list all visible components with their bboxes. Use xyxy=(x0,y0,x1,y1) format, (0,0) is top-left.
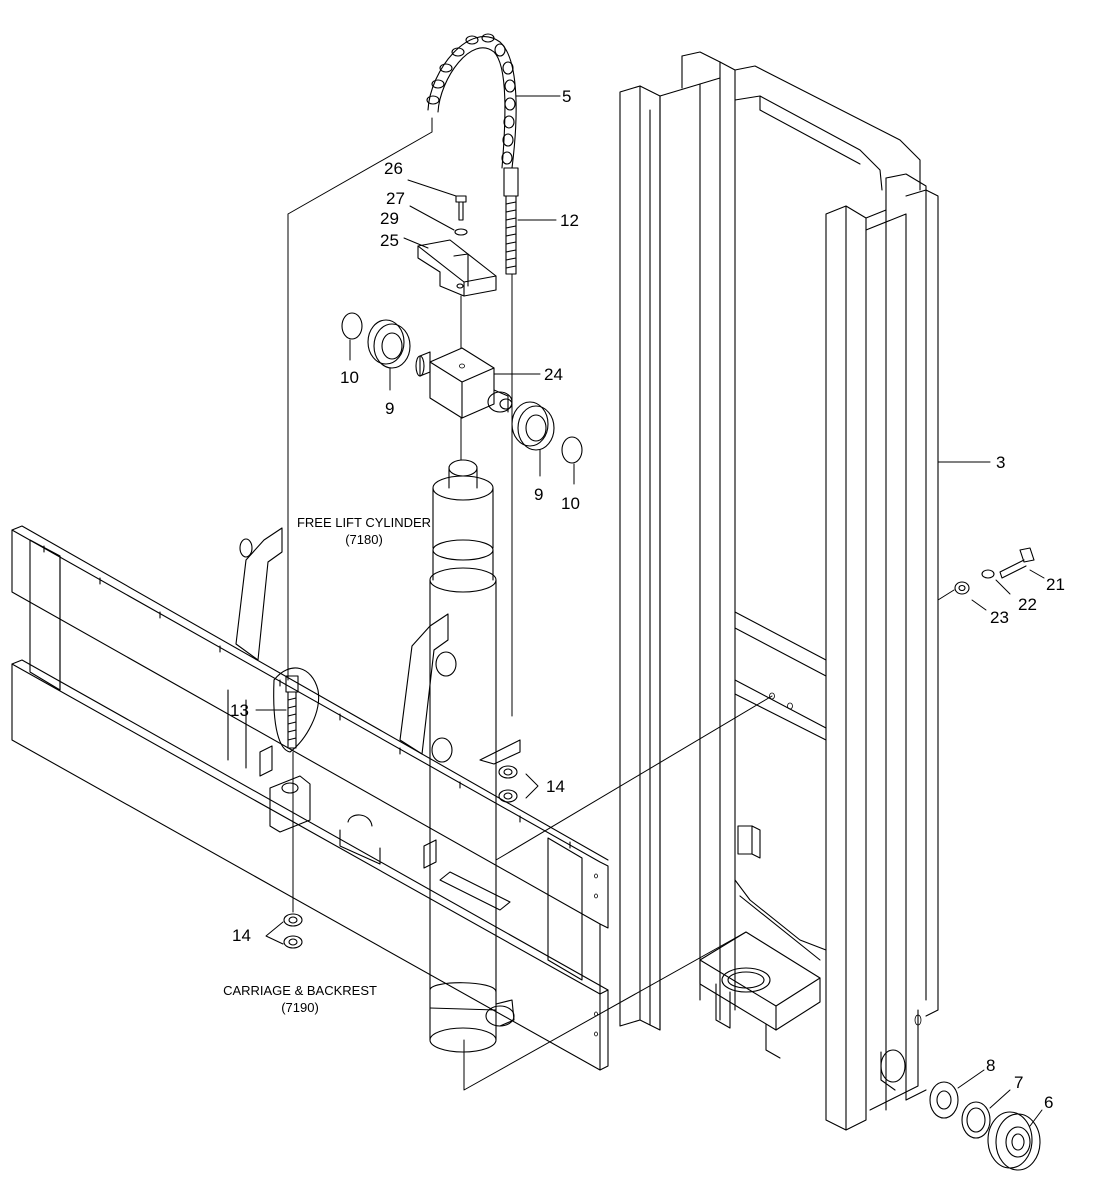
mast-upright-right xyxy=(825,173,939,1131)
chain-anchor-bolt xyxy=(503,167,519,275)
mast-upright-left xyxy=(619,51,921,1031)
callout-3: 3 xyxy=(996,453,1006,472)
lower-roller-assembly xyxy=(880,1049,1041,1171)
callout-9-lower: 9 xyxy=(534,485,544,504)
callout-24: 24 xyxy=(544,365,563,384)
callout-12: 12 xyxy=(560,211,579,230)
free-lift-cylinder-code: (7180) xyxy=(345,531,383,547)
callout-10-lower: 10 xyxy=(561,494,580,513)
free-lift-cylinder-name: FREE LIFT CYLINDER xyxy=(296,515,432,530)
callout-6: 6 xyxy=(1044,1093,1054,1112)
callout-25: 25 xyxy=(380,231,399,250)
free-lift-cylinder xyxy=(429,459,515,1053)
crosshead-assembly xyxy=(341,312,583,464)
callout-13: 13 xyxy=(230,701,249,720)
callout-10-upper: 10 xyxy=(340,368,359,387)
lift-chain xyxy=(426,33,517,169)
callout-29: 29 xyxy=(380,209,399,228)
nuts xyxy=(283,765,518,949)
free-lift-cylinder-label: FREE LIFT CYLINDER (7180) xyxy=(297,515,431,549)
carriage-backrest-label: CARRIAGE & BACKREST (7190) xyxy=(223,983,377,1017)
callout-8: 8 xyxy=(986,1056,996,1075)
side-bolt-hardware xyxy=(954,547,1035,595)
callout-26: 26 xyxy=(384,159,403,178)
callout-9-upper: 9 xyxy=(385,399,395,418)
callout-23: 23 xyxy=(990,608,1009,627)
callout-leaders xyxy=(255,95,1045,1127)
carriage-backrest-name: CARRIAGE & BACKREST xyxy=(223,983,377,998)
carriage-backrest-code: (7190) xyxy=(281,999,319,1015)
callout-5: 5 xyxy=(562,87,572,106)
callout-22: 22 xyxy=(1018,595,1037,614)
bracket-hardware xyxy=(417,195,497,297)
assembly-guide-lines xyxy=(287,117,955,1091)
chain-anchor-cutaway xyxy=(273,667,320,753)
cylinder-base-mount xyxy=(699,931,821,1059)
callout-21: 21 xyxy=(1046,575,1065,594)
callout-14-lower: 14 xyxy=(232,926,251,945)
callout-14-upper: 14 xyxy=(546,777,565,796)
callout-7: 7 xyxy=(1014,1073,1024,1092)
callout-27: 27 xyxy=(386,189,405,208)
carriage-frame xyxy=(11,525,609,1071)
backrest-upright-right xyxy=(399,613,457,763)
backrest-upright-left xyxy=(235,527,283,661)
mast-cross-members xyxy=(734,611,827,961)
